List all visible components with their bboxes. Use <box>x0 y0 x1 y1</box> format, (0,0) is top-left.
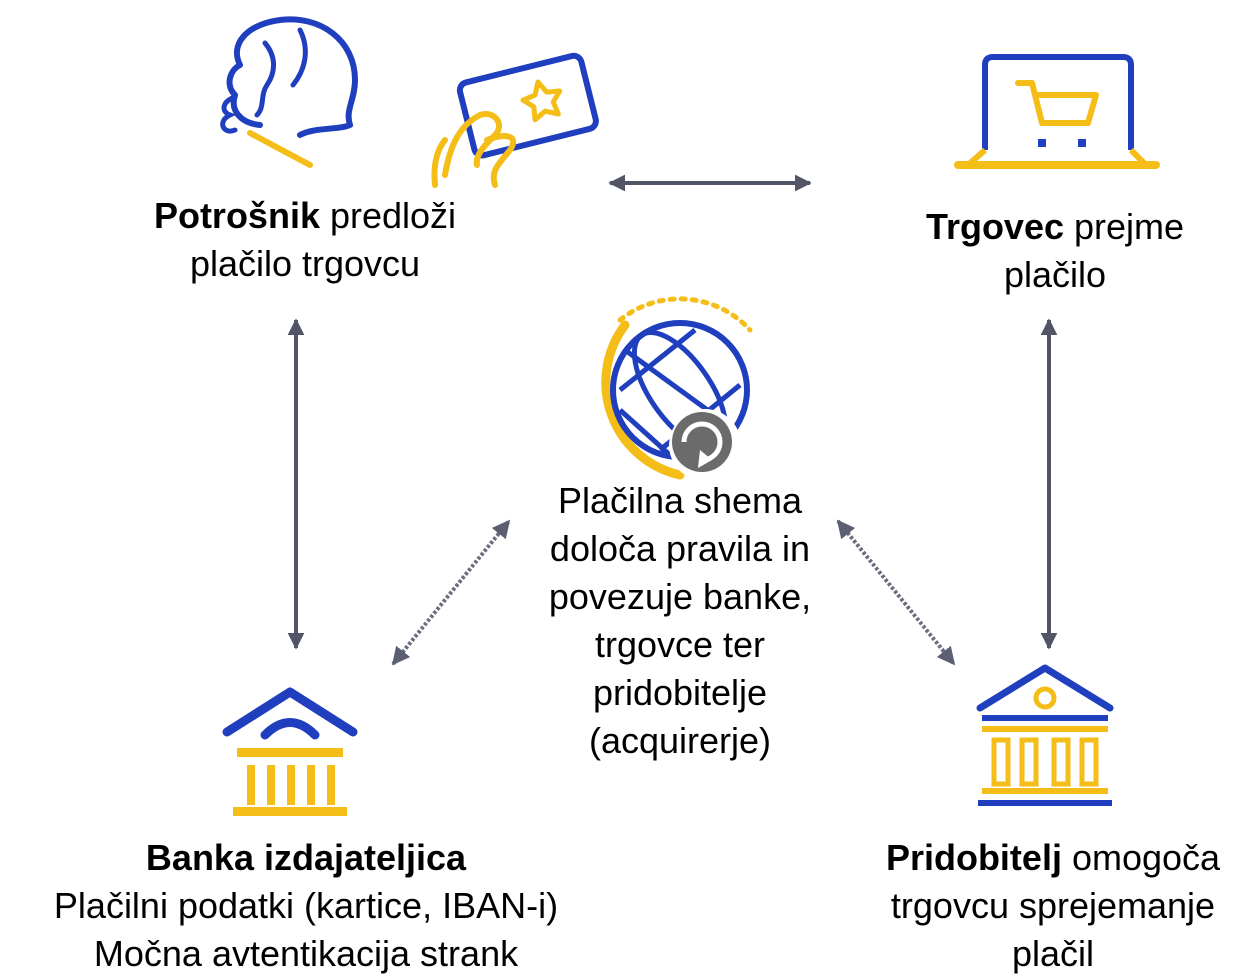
issuer-line-2: Plačilni podatki (kartice, IBAN-i) <box>53 885 559 926</box>
issuer-title-line: Banka izdajateljica <box>0 834 612 882</box>
bank-building-icon <box>222 687 358 816</box>
laptop-shopping-cart-icon <box>954 54 1160 169</box>
merchant-line-1-rest: prejme <box>1064 206 1185 247</box>
consumer-line-1: Potrošnik predloži <box>105 192 505 240</box>
issuer-label: Banka izdajateljica Plačilni podatki (ka… <box>0 834 612 978</box>
arrow-scheme-acquirer <box>836 519 956 666</box>
scheme-line-1: Plačilna shema <box>557 480 803 521</box>
bank-building-coin-icon <box>976 664 1114 806</box>
acquirer-line-2: trgovcu sprejemanje <box>890 885 1216 926</box>
merchant-line-1: Trgovec prejme <box>890 203 1220 251</box>
issuer-title: Banka izdajateljica <box>145 837 467 878</box>
scheme-line-5: pridobitelje <box>592 672 768 713</box>
merchant-title: Trgovec <box>925 206 1064 247</box>
consumer-with-card-icon <box>220 16 599 188</box>
consumer-line-2: plačilo trgovcu <box>189 243 421 284</box>
scheme-line-6: (acquirerje) <box>588 720 772 761</box>
merchant-label: Trgovec prejme plačilo <box>890 203 1220 299</box>
issuer-line-3: Močna avtentikacija strank <box>93 933 519 974</box>
consumer-title: Potrošnik <box>153 195 320 236</box>
scheme-label: Plačilna shema določa pravila in povezuj… <box>510 477 850 765</box>
arrow-issuer-scheme <box>391 519 511 666</box>
acquirer-label: Pridobitelj omogoča trgovcu sprejemanje … <box>853 834 1253 978</box>
acquirer-title: Pridobitelj <box>885 837 1062 878</box>
acquirer-line-1-rest: omogoča <box>1061 837 1221 878</box>
merchant-line-2: plačilo <box>1003 254 1107 295</box>
globe-network-icon <box>601 296 753 481</box>
scheme-line-2: določa pravila in <box>549 528 811 569</box>
scheme-line-4: trgovce ter <box>594 624 766 665</box>
acquirer-line-1: Pridobitelj omogoča <box>853 834 1253 882</box>
acquirer-line-3: plačil <box>1011 933 1095 974</box>
consumer-line-1-rest: predloži <box>319 195 457 236</box>
consumer-label: Potrošnik predloži plačilo trgovcu <box>105 192 505 288</box>
scheme-line-3: povezuje banke, <box>548 576 812 617</box>
